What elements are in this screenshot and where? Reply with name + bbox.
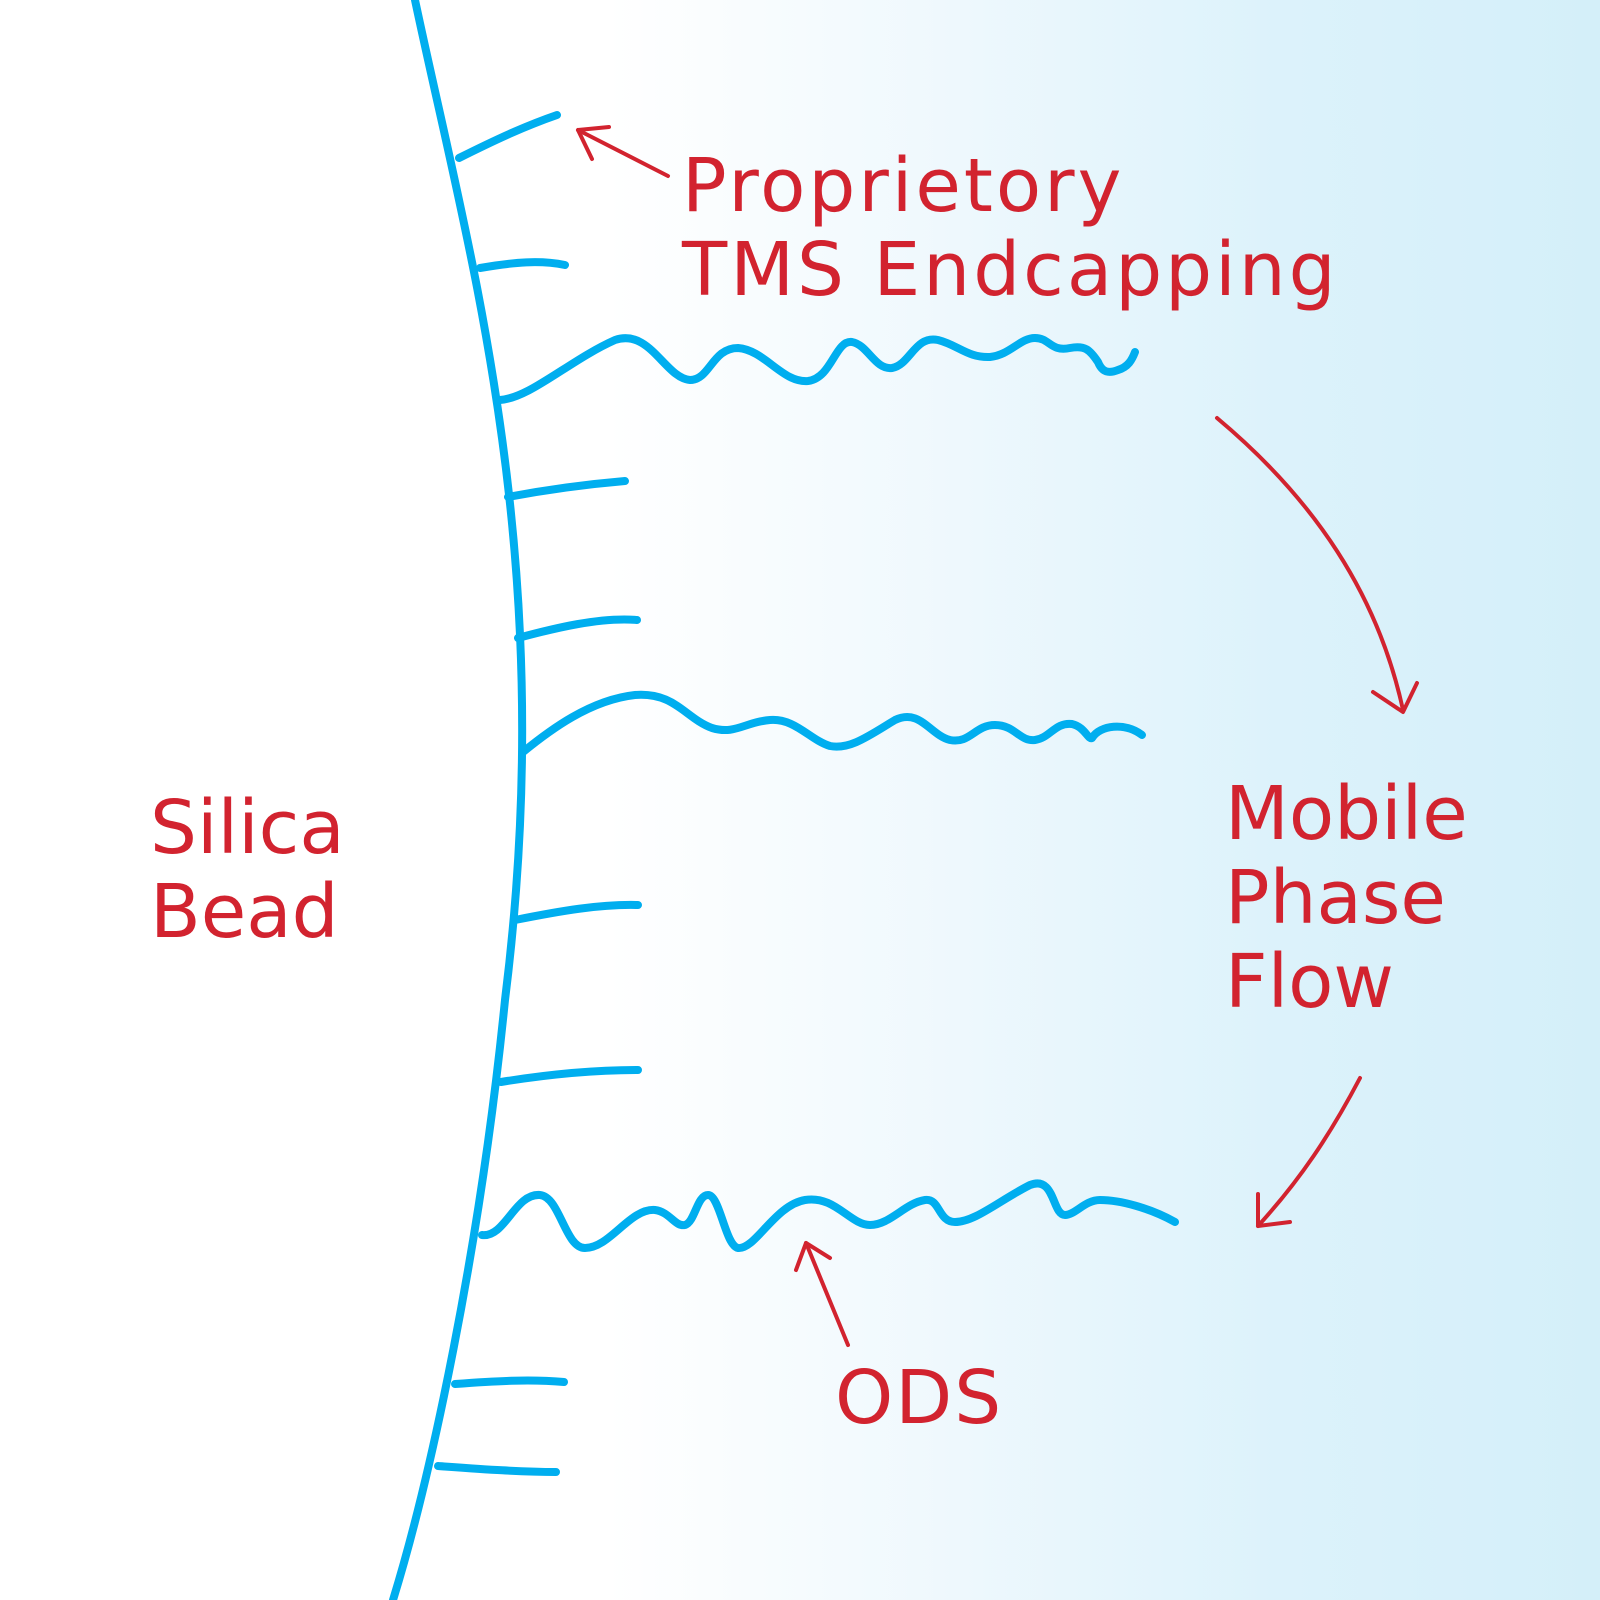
flow-arrow-lower bbox=[1256, 1076, 1362, 1228]
ods-chain-3 bbox=[478, 1179, 1179, 1252]
flow-arrowhead-upper bbox=[1371, 681, 1419, 714]
flow-arrow-upper bbox=[1215, 416, 1405, 712]
tms-endcap-5 bbox=[511, 900, 642, 924]
tms-endcap-8 bbox=[434, 1462, 560, 1476]
tms-endcap-2 bbox=[476, 258, 569, 272]
tms-endcap-6 bbox=[497, 1066, 642, 1086]
silica-bead-label-line-1: Silica bbox=[150, 785, 345, 871]
silica-bead-label: Silica Bead bbox=[150, 786, 345, 954]
mobile-phase-flow-label-line-1: Mobile bbox=[1225, 771, 1468, 857]
tms-endcap-3 bbox=[504, 477, 629, 501]
silica-bead-surface bbox=[389, 0, 527, 1600]
mobile-phase-flow-label-line-3: Flow bbox=[1225, 939, 1394, 1025]
tms-endcapping-label-line-2: TMS Endcapping bbox=[682, 227, 1339, 313]
tms-pointer-arrow bbox=[576, 128, 670, 178]
tms-endcap-4 bbox=[514, 615, 641, 642]
ods-label: ODS bbox=[835, 1355, 1004, 1441]
tms-endcap-7 bbox=[451, 1376, 568, 1388]
ods-chain-2 bbox=[519, 690, 1146, 756]
tms-pointer-arrowhead bbox=[576, 125, 611, 161]
ods-pointer-arrowhead bbox=[794, 1241, 832, 1272]
ods-chain-1 bbox=[496, 334, 1139, 404]
ods-pointer-arrow bbox=[804, 1241, 850, 1347]
tms-endcap-1 bbox=[455, 111, 561, 162]
silica-bead-label-line-2: Bead bbox=[150, 869, 339, 955]
tms-endcapping-label: Proprietory TMS Endcapping bbox=[682, 144, 1339, 312]
mobile-phase-flow-label: Mobile Phase Flow bbox=[1225, 772, 1468, 1024]
mobile-phase-flow-label-line-2: Phase bbox=[1225, 855, 1446, 941]
tms-endcapping-label-line-1: Proprietory bbox=[682, 143, 1125, 229]
flow-arrowhead-lower bbox=[1256, 1192, 1292, 1228]
